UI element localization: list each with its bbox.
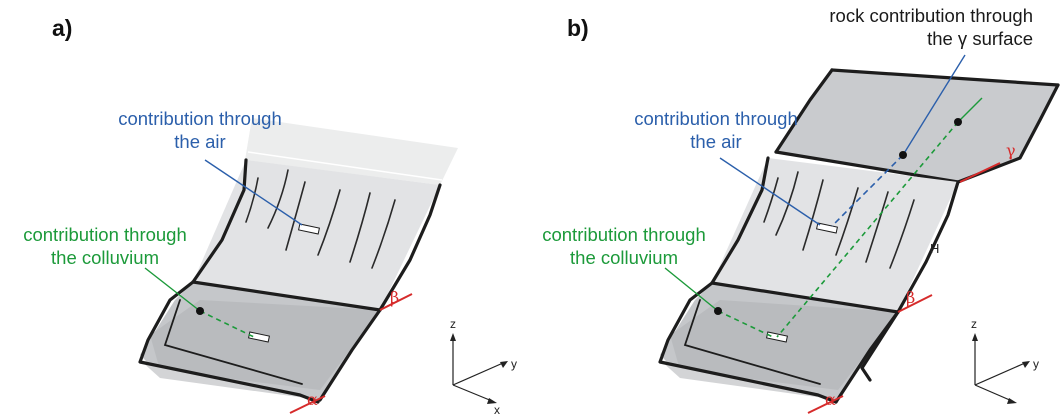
panel-b-green-rock-path bbox=[776, 121, 959, 338]
panel-b-axes: z y bbox=[971, 317, 1039, 404]
panel-b-alpha-mark bbox=[807, 395, 844, 414]
panel-b-colluvium-outline bbox=[658, 281, 838, 404]
panel-b-crack-4 bbox=[865, 191, 889, 263]
panel-a-upper-surface-faded bbox=[245, 118, 458, 185]
panel-a-alpha-symbol: α bbox=[307, 390, 318, 409]
panel-a-beta-symbol: β bbox=[390, 288, 399, 307]
panel-a-colluvium-label-line1: contribution through bbox=[23, 224, 187, 245]
panel-b-crack-3 bbox=[835, 187, 859, 256]
panel-b-outer-slope-edge bbox=[860, 310, 900, 382]
panel-a-crack-1 bbox=[267, 169, 289, 229]
panel-a-colluvium-leader bbox=[144, 267, 201, 312]
panel-b-beta-edge bbox=[710, 281, 900, 314]
panel-a-air-leader bbox=[204, 159, 303, 226]
panel-b-colluvium-inner-edge bbox=[683, 299, 821, 385]
panel-b-right-edge bbox=[896, 180, 960, 314]
panel-b-rock-path bbox=[831, 154, 904, 227]
panel-a-colluvium-label-line2: the colluvium bbox=[51, 247, 159, 268]
panel-b-crack-2 bbox=[802, 179, 824, 251]
panel-a-beta-mark bbox=[379, 293, 413, 311]
panel-b-alpha-symbol: α bbox=[825, 390, 836, 409]
panel-b-green-rock-leader bbox=[957, 97, 983, 123]
panel-a-colluvium-inner bbox=[150, 300, 380, 390]
panel-b-colluvium-path bbox=[717, 310, 774, 338]
panel-a-left-edge bbox=[191, 158, 248, 284]
panel-a-air-label-line1: contribution through bbox=[118, 108, 282, 129]
panel-b-beta-symbol: β bbox=[906, 288, 915, 307]
panel-a-axis-z: z bbox=[450, 317, 456, 331]
panel-b-gamma-edge bbox=[774, 150, 960, 184]
panel-a-air-detector bbox=[298, 223, 320, 235]
panel-a-colluvium-path bbox=[199, 310, 255, 338]
panel-b-rock-entry-point bbox=[899, 151, 907, 159]
panel-b-air-detector bbox=[816, 222, 838, 234]
panel-b-rock-label-line1: rock contribution through bbox=[829, 5, 1033, 26]
panel-b-rock-label-line2: the γ surface bbox=[927, 28, 1033, 49]
panel-b-colluvium-label-line1: contribution through bbox=[542, 224, 706, 245]
panel-b-gamma-mark bbox=[959, 162, 1001, 183]
panel-b-rock-surface bbox=[776, 70, 1058, 182]
panel-b-colluvium-label-line2: the colluvium bbox=[570, 247, 678, 268]
panel-b-air-label-line1: contribution through bbox=[634, 108, 798, 129]
panel-b-colluvium-point bbox=[714, 307, 722, 315]
panel-b-label: b) bbox=[567, 15, 589, 41]
panel-a-crack-4 bbox=[349, 192, 371, 263]
panel-b-slope-surface bbox=[712, 158, 958, 312]
panel-a-colluvium-outline bbox=[138, 280, 320, 404]
panel-b-height-label: H bbox=[930, 241, 939, 256]
panel-b-axis-z: z bbox=[971, 317, 977, 331]
panel-a-air-label-line2: the air bbox=[174, 131, 225, 152]
panel-b-rock-leader bbox=[902, 54, 966, 156]
panel-a-slope-surface bbox=[193, 160, 440, 310]
panel-b-left-edge bbox=[710, 156, 770, 285]
panel-b-gamma-symbol: γ bbox=[1006, 141, 1016, 160]
panel-b-colluvium-leader bbox=[664, 267, 719, 312]
panel-b-rock-top-edge bbox=[830, 68, 1060, 87]
panel-a-colluvium-right-edge bbox=[318, 308, 382, 402]
panel-b-rock-right-edge bbox=[956, 83, 1060, 184]
panel-b-beta-mark bbox=[897, 294, 933, 313]
panel-b: b) rock contribution thro bbox=[542, 5, 1060, 414]
panel-a-axis-x: x bbox=[494, 403, 500, 417]
panel-a-beta-edge bbox=[191, 280, 382, 312]
panel-b-crack-5 bbox=[889, 199, 915, 269]
panel-a-colluvium-point bbox=[196, 307, 204, 315]
panel-a-crack-6 bbox=[245, 177, 259, 223]
panel-b-axis-y: y bbox=[1033, 357, 1039, 371]
panel-b-air-label-line2: the air bbox=[690, 131, 741, 152]
panel-a-faded-divider bbox=[247, 151, 443, 181]
panel-a-label: a) bbox=[52, 15, 72, 41]
panel-b-colluvium-inner bbox=[670, 300, 898, 390]
panel-b-air-leader bbox=[719, 157, 821, 226]
panel-a-colluvium-inner-edge bbox=[163, 299, 303, 385]
panel-a-axes: z y x bbox=[450, 317, 517, 417]
panel-a-crack-2 bbox=[285, 181, 306, 251]
panel-a-axis-y: y bbox=[511, 357, 517, 371]
panel-b-crack-6 bbox=[763, 177, 779, 223]
panel-a-crack-5 bbox=[371, 199, 396, 269]
panel-b-rock-left-edge bbox=[774, 68, 834, 154]
panel-b-green-rock-point bbox=[954, 118, 962, 126]
panel-a: a) contribution through the air bbox=[23, 15, 517, 417]
panel-a-right-edge bbox=[378, 183, 442, 312]
panel-a-crack-3 bbox=[317, 189, 341, 256]
panel-a-alpha-mark bbox=[289, 395, 326, 414]
